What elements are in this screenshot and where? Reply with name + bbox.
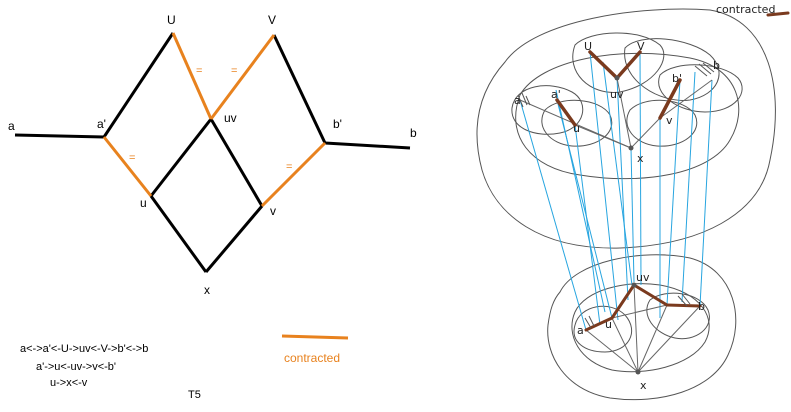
edge-u-x: [149, 195, 208, 273]
contracted-edge-a1-u: [102, 136, 153, 197]
sketch-label-b: b: [713, 59, 720, 72]
node-label-b-prime: b': [333, 117, 342, 131]
sketch-label-a-prime: a': [551, 88, 561, 101]
equal-mark-V-uv: =: [231, 65, 237, 77]
lower-left-ellipse: [573, 305, 633, 353]
upper-left-ellipse: [511, 85, 584, 135]
note-line-1: a<->a'<-U->uv<-V->b'<->b: [20, 343, 148, 355]
left-graph: = = = = a a' U V uv b' b u v x contracte…: [8, 13, 417, 401]
legend-contracted-label: contracted: [284, 351, 340, 365]
lower-right-ellipse: [646, 292, 710, 340]
sketch-label-lower-a: a: [577, 324, 584, 337]
node-label-V: V: [268, 13, 276, 27]
node-label-x: x: [204, 283, 210, 297]
upper-sketch-labels: U V a a' uv b' b u v x: [514, 40, 720, 165]
right-sketch: [476, 8, 776, 401]
upper-contracted-strokes: [555, 50, 682, 127]
note-line-2: a'->u<-uv->v<-b': [36, 361, 116, 373]
sketch-legend-swatch: [766, 11, 790, 17]
equal-mark-b1-v: =: [286, 161, 292, 173]
hatch-marks: [517, 62, 715, 329]
node-label-a: a: [8, 119, 15, 133]
sketch-label-lower-b: b: [698, 300, 705, 313]
sketch-label-lower-u: u: [605, 318, 612, 331]
caption-t5: T5: [188, 389, 201, 401]
edge-uv-u: [149, 118, 213, 197]
edge-b1-b: [324, 141, 411, 150]
upper-u-ellipse: [541, 99, 613, 147]
upper-inner-region: [515, 52, 740, 180]
edge-a-a1: [14, 133, 105, 139]
upper-right-ellipse: [624, 38, 720, 101]
upper-mid-ellipse: [572, 32, 665, 93]
lower-outer-region: [547, 254, 737, 401]
upper-outer-region: [476, 8, 776, 249]
sketch-label-a: a: [514, 94, 521, 107]
lower-contracted-strokes: [584, 283, 702, 332]
lower-sketch-edges: [585, 284, 701, 373]
node-label-a-prime: a': [97, 117, 106, 131]
sketch-label-v: v: [666, 114, 673, 127]
node-label-uv: uv: [224, 111, 237, 125]
node-label-U: U: [167, 13, 176, 27]
sketch-label-lower-x: x: [640, 379, 647, 392]
sketch-legend-label: contracted: [716, 3, 775, 16]
equal-mark-U-uv: =: [196, 65, 202, 77]
sketch-label-lower-uv: uv: [636, 271, 650, 284]
edge-uv-v: [209, 118, 264, 207]
upper-v-ellipse: [626, 99, 698, 147]
edge-v-x: [204, 205, 264, 273]
node-label-u: u: [140, 196, 147, 210]
contracted-edge-b1-v: [260, 141, 327, 208]
equal-mark-a1-u: =: [129, 152, 135, 164]
sketch-label-x: x: [637, 152, 644, 165]
sketch-label-u: u: [573, 122, 580, 135]
sketch-label-V: V: [637, 40, 645, 53]
lower-sketch-labels: uv u a b x: [577, 271, 705, 392]
node-dots: [614, 75, 641, 375]
edge-a1-U: [102, 32, 175, 138]
contracted-edge-V-uv: [209, 34, 276, 120]
edge-V-b1: [272, 34, 327, 144]
legend-contracted-swatch: [281, 334, 349, 340]
contracted-edge-U-uv: [171, 32, 213, 120]
sketch-label-U: U: [584, 40, 592, 53]
sketch-label-uv: uv: [610, 88, 624, 101]
note-line-3: u->x<-v: [50, 377, 88, 389]
node-label-v: v: [270, 204, 276, 218]
sketch-label-b-prime: b': [672, 72, 682, 85]
lower-inner-region: [571, 283, 710, 373]
node-label-b: b: [410, 126, 417, 140]
projection-lines: [519, 51, 713, 331]
